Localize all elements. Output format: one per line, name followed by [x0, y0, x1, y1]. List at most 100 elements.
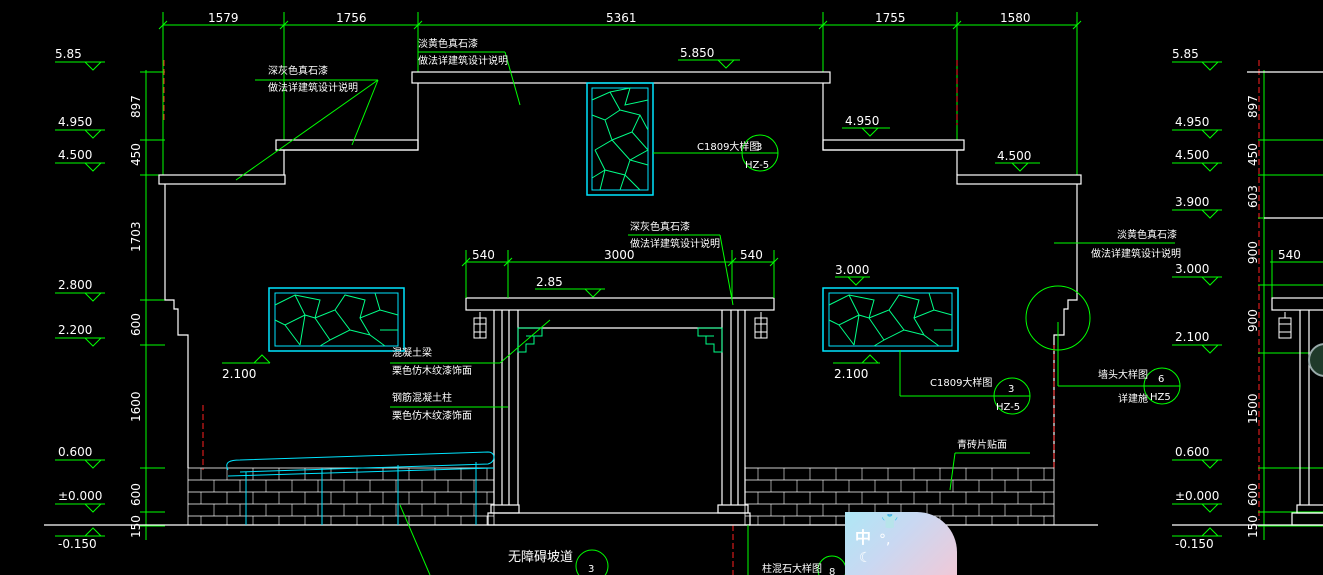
- dim-top-2: 1756: [336, 11, 367, 25]
- note-post: 柱混石大样图: [762, 562, 822, 575]
- level-left-8: -0.150: [58, 537, 97, 551]
- callout-2-label: C1809大样图: [930, 376, 992, 389]
- note-top-center-2: 做法详建筑设计说明: [418, 54, 508, 67]
- moon-icon[interactable]: ☾: [859, 550, 872, 566]
- vdim-left-2: 450: [129, 143, 143, 166]
- post-callout-num: 8: [829, 567, 835, 575]
- level-left-7: ±0.000: [58, 489, 102, 503]
- right-lattice-window: [822, 287, 959, 352]
- note-beam-1: 混凝土梁: [392, 346, 432, 359]
- note-top-left-2: 做法详建筑设计说明: [268, 81, 358, 94]
- level-right-4: 3.900: [1175, 195, 1209, 209]
- level-left-4: 2.800: [58, 278, 92, 292]
- vdim-right-6: 1500: [1246, 393, 1260, 424]
- callout-1-num: 3: [756, 142, 762, 153]
- note-top-left-1: 深灰色真石漆: [268, 64, 328, 77]
- annotation-leaders: [235, 51, 1175, 575]
- vdim-right-1: 897: [1246, 95, 1260, 118]
- note-col-2: 栗色仿木纹漆饰面: [392, 409, 472, 422]
- level-gate-beam: 2.85: [536, 275, 563, 289]
- level-left-3: 4.500: [58, 148, 92, 162]
- vdim-right-8: 150: [1246, 515, 1260, 538]
- shirt-icon[interactable]: 👕: [881, 514, 899, 530]
- dim-right-1: 540: [1278, 248, 1301, 262]
- vdim-left-3: 1703: [129, 221, 143, 252]
- right-partial-facade: [1172, 71, 1323, 526]
- note-top-center-1: 淡黄色真石漆: [418, 37, 478, 50]
- brick-joints: [200, 468, 1045, 525]
- level-right-1: 5.85: [1172, 47, 1199, 61]
- level-left-1: 5.85: [55, 47, 82, 61]
- note-beam-2: 栗色仿木纹漆饰面: [392, 364, 472, 377]
- level-right-7: 0.600: [1175, 445, 1209, 459]
- gate-frame: [465, 297, 775, 526]
- vdim-left-4: 600: [129, 313, 143, 336]
- callout-1-label: C1809大样图: [697, 140, 759, 153]
- callout-2-sheet: HZ-5: [996, 402, 1020, 413]
- note-mid-2: 做法详建筑设计说明: [630, 237, 720, 250]
- callout-bubbles: [575, 134, 1181, 575]
- ime-mode-char[interactable]: 中: [855, 528, 872, 547]
- level-left-2: 4.950: [58, 115, 92, 129]
- vdim-left-7: 150: [129, 515, 143, 538]
- callout-1-sheet: HZ-5: [745, 160, 769, 171]
- callout-2-num: 3: [1008, 384, 1014, 395]
- vdim-right-4: 900: [1246, 241, 1260, 264]
- left-lattice-window: [268, 287, 405, 352]
- note-right-2: 做法详建筑设计说明: [1091, 247, 1181, 260]
- lanterns: [473, 312, 1292, 339]
- dim-top-5: 1580: [1000, 11, 1031, 25]
- dim-top-3: 5361: [606, 11, 637, 25]
- callout-3-num: 6: [1158, 374, 1164, 385]
- middle-dimension-chain: [461, 250, 779, 298]
- level-right-step: 4.500: [997, 149, 1031, 163]
- dim-mid-1: 540: [472, 248, 495, 262]
- vdim-right-3: 603: [1246, 185, 1260, 208]
- level-right-9: -0.150: [1175, 537, 1214, 551]
- dim-mid-3: 540: [740, 248, 763, 262]
- vdim-left-5: 1600: [129, 391, 143, 422]
- level-right-sill: 2.100: [834, 367, 868, 381]
- top-dimension-chain: [158, 12, 1082, 175]
- ramp-callout-num: 3: [588, 564, 594, 575]
- level-left-5: 2.200: [58, 323, 92, 337]
- level-right-5: 3.000: [1175, 262, 1209, 276]
- level-left-6: 0.600: [58, 445, 92, 459]
- note-corner-1: 墙头大样图: [1098, 368, 1148, 381]
- note-brick: 青砖片贴面: [957, 438, 1007, 451]
- brick-wall-left: [187, 467, 495, 526]
- note-right-1: 淡黄色真石漆: [1117, 228, 1177, 241]
- left-vertical-dimension: [140, 70, 165, 540]
- vdim-right-7: 600: [1246, 483, 1260, 506]
- dim-top-1: 1579: [208, 11, 239, 25]
- vdim-right-2: 450: [1246, 143, 1260, 166]
- callout-3-sheet: HZ5: [1150, 392, 1171, 403]
- left-vertical-dim-labels: 897 450 1703 600 1600 600 150: [129, 95, 143, 538]
- ime-toolbar[interactable]: 中 °, 👕 ☾: [845, 512, 957, 575]
- note-ramp: 无障碍坡道: [508, 550, 573, 565]
- level-right-2: 4.950: [1175, 115, 1209, 129]
- ime-punct[interactable]: °,: [879, 532, 891, 548]
- top-lattice-window: [586, 82, 654, 196]
- note-mid-1: 深灰色真石漆: [630, 220, 690, 233]
- gate-brackets: [517, 327, 723, 353]
- level-window-top: 3.000: [835, 263, 869, 277]
- right-vertical-dim-labels: 897 450 603 900 900 1500 600 150: [1246, 95, 1260, 538]
- ramp-handrail: [226, 451, 495, 525]
- level-top-roof: 5.850: [680, 46, 714, 60]
- note-col-1: 钢筋混凝土柱: [392, 391, 452, 404]
- level-right-8: ±0.000: [1175, 489, 1219, 503]
- level-right-eave: 4.950: [845, 114, 879, 128]
- dim-top-4: 1755: [875, 11, 906, 25]
- level-left-sill: 2.100: [222, 367, 256, 381]
- floating-widget-icon[interactable]: [1308, 343, 1323, 377]
- level-right-6: 2.100: [1175, 330, 1209, 344]
- right-level-markers: [1172, 61, 1323, 540]
- vdim-right-5: 900: [1246, 309, 1260, 332]
- note-corner-2: 详建施: [1118, 392, 1148, 405]
- drawing-level-marks: [222, 59, 1040, 364]
- level-right-3: 4.500: [1175, 148, 1209, 162]
- axis-lines: [163, 60, 1260, 575]
